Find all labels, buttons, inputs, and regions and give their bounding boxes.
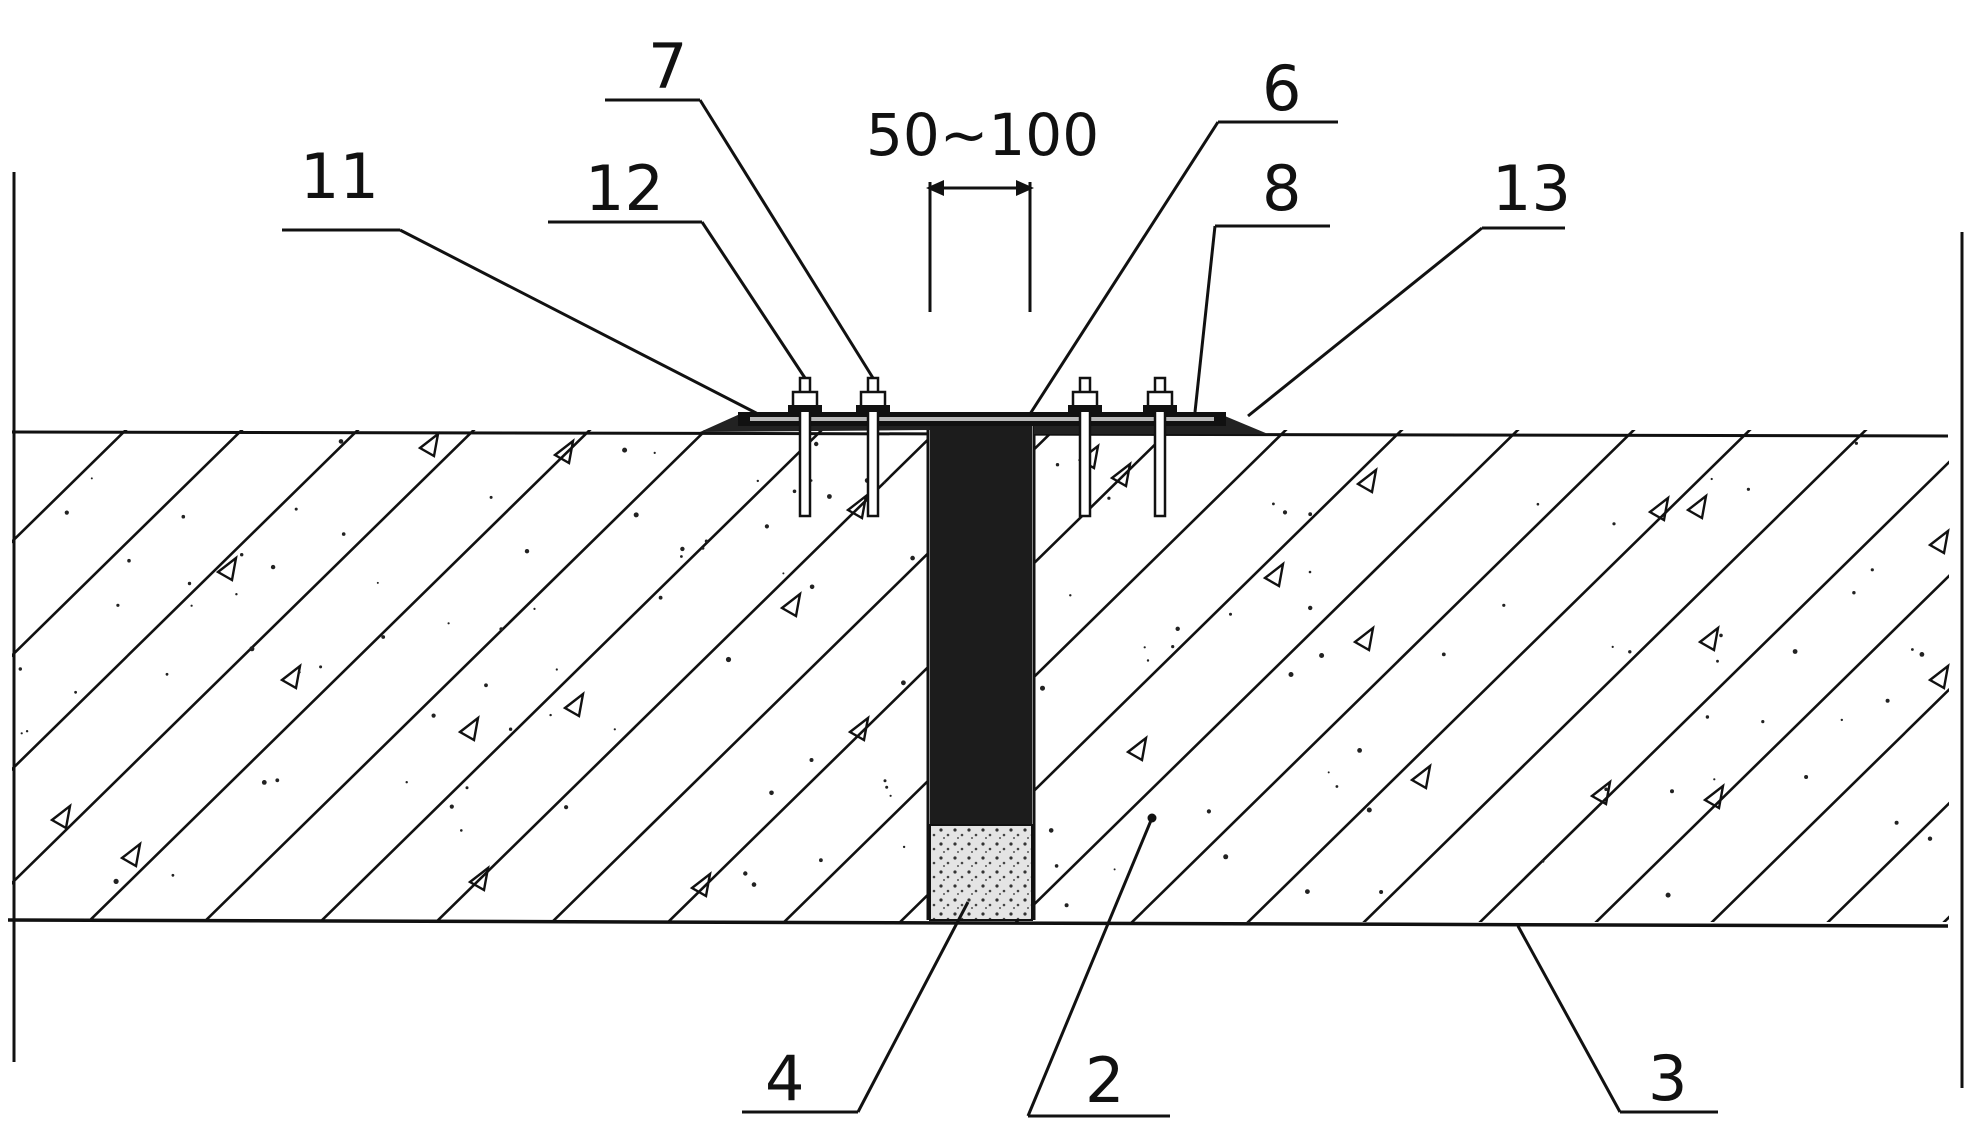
callout-12: 12 [585,152,664,225]
callout-8: 8 [1262,152,1301,225]
callout-3: 3 [1648,1042,1687,1115]
dimension-marker: 50~100 [866,101,1099,312]
callout-leaders [282,98,1718,1118]
anchor-bolt [1068,376,1102,518]
callout-11: 11 [300,140,379,213]
callout-6: 6 [1262,52,1301,125]
anchor-bolt [856,376,890,518]
slab-bottom-line [7,918,1949,928]
dimension-label: 50~100 [866,101,1099,169]
callout-2: 2 [1085,1044,1124,1117]
anchor-bolt [788,376,822,518]
sealant-filler-dark [930,420,1032,825]
callout-7: 7 [648,30,687,103]
concrete-slab [12,430,1950,922]
callout-4: 4 [765,1042,804,1115]
anchor-bolt [1143,376,1177,518]
backing-material-4 [929,824,1033,921]
callout-13: 13 [1492,152,1571,225]
